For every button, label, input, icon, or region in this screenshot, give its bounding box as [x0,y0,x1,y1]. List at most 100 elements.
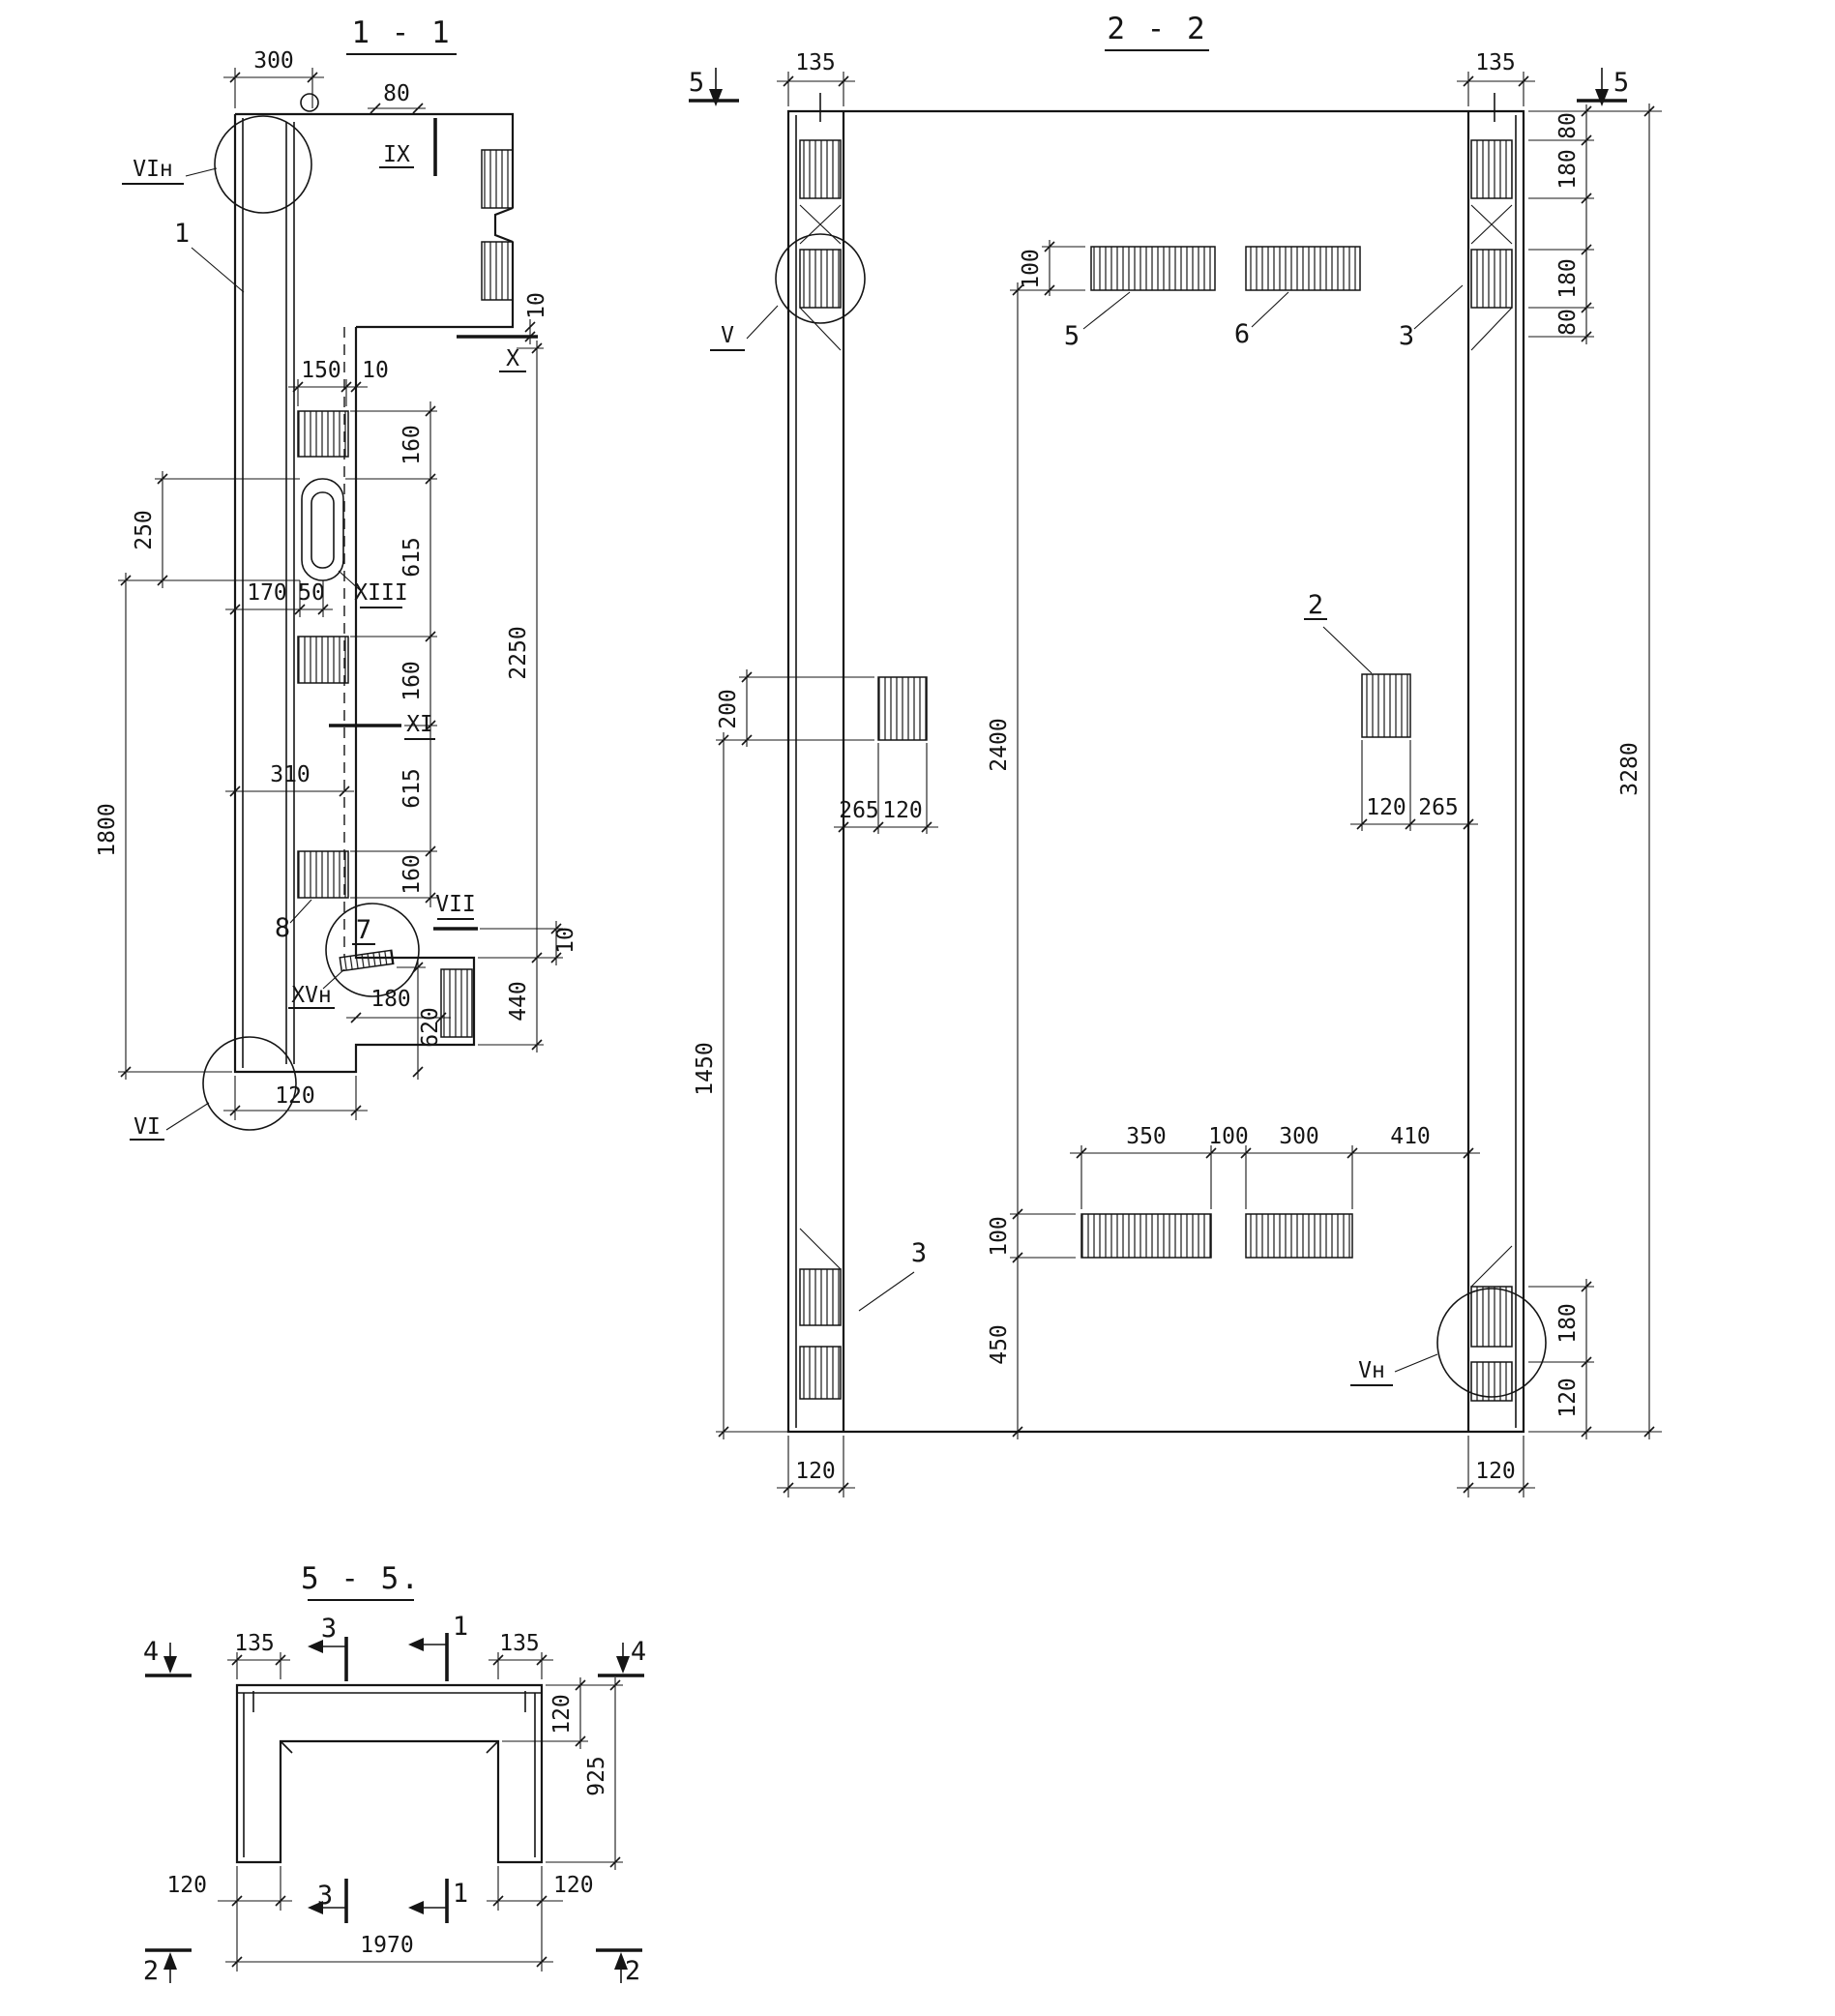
pos-2: 2 [1308,590,1323,620]
extension-lines [236,1652,623,1972]
rib-embed [1470,1286,1513,1348]
dim-135-left: 135 [234,1631,275,1656]
dim-120-bottom-left: 120 [795,1459,836,1484]
embed-bar [1245,1213,1353,1259]
dim-120-right: 120 [1366,795,1406,820]
label-ix: IX [383,142,410,167]
dim-615-b: 615 [400,768,425,809]
pos-1: 1 [174,219,190,249]
mark-2-left: 2 [143,1956,159,1986]
section-5-5-title: 5 - 5. [301,1561,421,1596]
dim-120: 120 [275,1083,315,1109]
dim-250: 250 [132,510,157,550]
mark-3-bottom: 3 [317,1881,333,1911]
embed-plate-xvn [339,949,395,972]
label-x: X [506,346,519,371]
dim-135-left: 135 [795,50,836,75]
dimension-ticks [120,72,562,1116]
dim-10-low: 10 [553,927,578,954]
section-1-1: 1 - 1 300 80 [95,15,578,1141]
section-marks-42 [145,1674,644,1952]
dim-1970: 1970 [360,1933,413,1958]
section-2-2: 2 - 2 [689,12,1662,1497]
section-1-1-title: 1 - 1 [351,15,451,50]
slot-hole [311,491,335,569]
rib-embed [799,139,842,199]
dim-120-bottom-right: 120 [1475,1459,1516,1484]
detail-circle-v [775,233,866,324]
mark-1-bottom: 1 [453,1879,468,1909]
section-2-2-title: 2 - 2 [1107,12,1206,46]
embed-bar [1245,246,1361,291]
dim-135-right: 135 [1475,50,1516,75]
cut-marks [329,118,538,931]
dim-350: 350 [1126,1124,1167,1149]
lifting-hook [300,93,319,112]
dim-50: 50 [298,580,325,606]
embed-plate [297,636,349,684]
rib-diagonals [799,204,1513,1288]
rib-embed [799,249,842,309]
dim-10-mid: 10 [362,358,389,383]
pos-5: 5 [1064,321,1080,351]
dim-120-bottom-left: 120 [166,1873,207,1898]
extension-lines [716,72,1662,1497]
dim-925: 925 [584,1756,609,1796]
dim-160-b: 160 [400,661,425,701]
cut-arrow-stems [319,1644,447,1909]
dim-3280: 3280 [1617,742,1643,795]
label-underlines [122,166,526,1141]
extension-lines [118,68,563,1120]
dim-80: 80 [383,81,410,106]
dim-10-top: 10 [524,292,549,319]
dim-120-left: 120 [882,798,923,823]
label-vi: VI [133,1114,161,1140]
panel-outline [786,109,1525,1434]
cut-marks-31 [344,1633,449,1923]
mark-4-left: 4 [143,1637,159,1667]
dimension-ticks [718,75,1655,1494]
label-xvn: XVн [291,983,332,1008]
dim-180-a: 180 [1555,149,1581,190]
mark-5-right: 5 [1613,68,1629,98]
dim-300: 300 [253,48,294,74]
label-vn: Vн [1358,1358,1385,1383]
channel-outline [235,1683,544,1864]
mark-1-top: 1 [453,1612,468,1642]
dim-1450: 1450 [693,1042,718,1095]
dim-100-chain: 100 [1208,1124,1249,1149]
embed-plate [1361,673,1411,738]
pos-3-bottom: 3 [911,1238,927,1268]
dim-120-slab: 120 [549,1694,575,1734]
dimension-lines [723,80,1650,1489]
label-xi: XI [406,712,433,737]
dim-160-c: 160 [400,854,425,895]
dim-300: 300 [1279,1124,1319,1149]
dim-100-side: 100 [987,1216,1012,1257]
mark-3-top: 3 [321,1614,337,1644]
mark-2-right: 2 [625,1956,640,1986]
dim-80-a: 80 [1555,112,1581,139]
embed-bar [1090,246,1216,291]
dim-1800: 1800 [95,803,120,856]
section-5-5: 5 - 5. 4 4 135 135 3 1 120 925 120 120 3… [143,1561,646,1986]
dim-120-right-bottom: 120 [1555,1378,1581,1418]
dim-440: 440 [506,981,531,1022]
dim-80-b: 80 [1555,309,1581,336]
dim-135-right: 135 [499,1631,540,1656]
dim-180: 180 [370,987,411,1012]
leader-lines [165,167,361,1131]
label-vin: VIн [133,157,173,182]
panel-outline [233,112,515,1074]
dim-2400: 2400 [987,718,1012,771]
dimension-lines [218,1659,616,1963]
embed-plate [481,241,514,301]
detail-circle-vi [202,1036,297,1131]
cut-arrowheads [308,1638,424,1914]
detail-circle-7 [325,903,420,997]
dim-450: 450 [987,1324,1012,1365]
dim-180-right: 180 [1555,1303,1581,1344]
cut-arrow-stems [715,68,1603,91]
